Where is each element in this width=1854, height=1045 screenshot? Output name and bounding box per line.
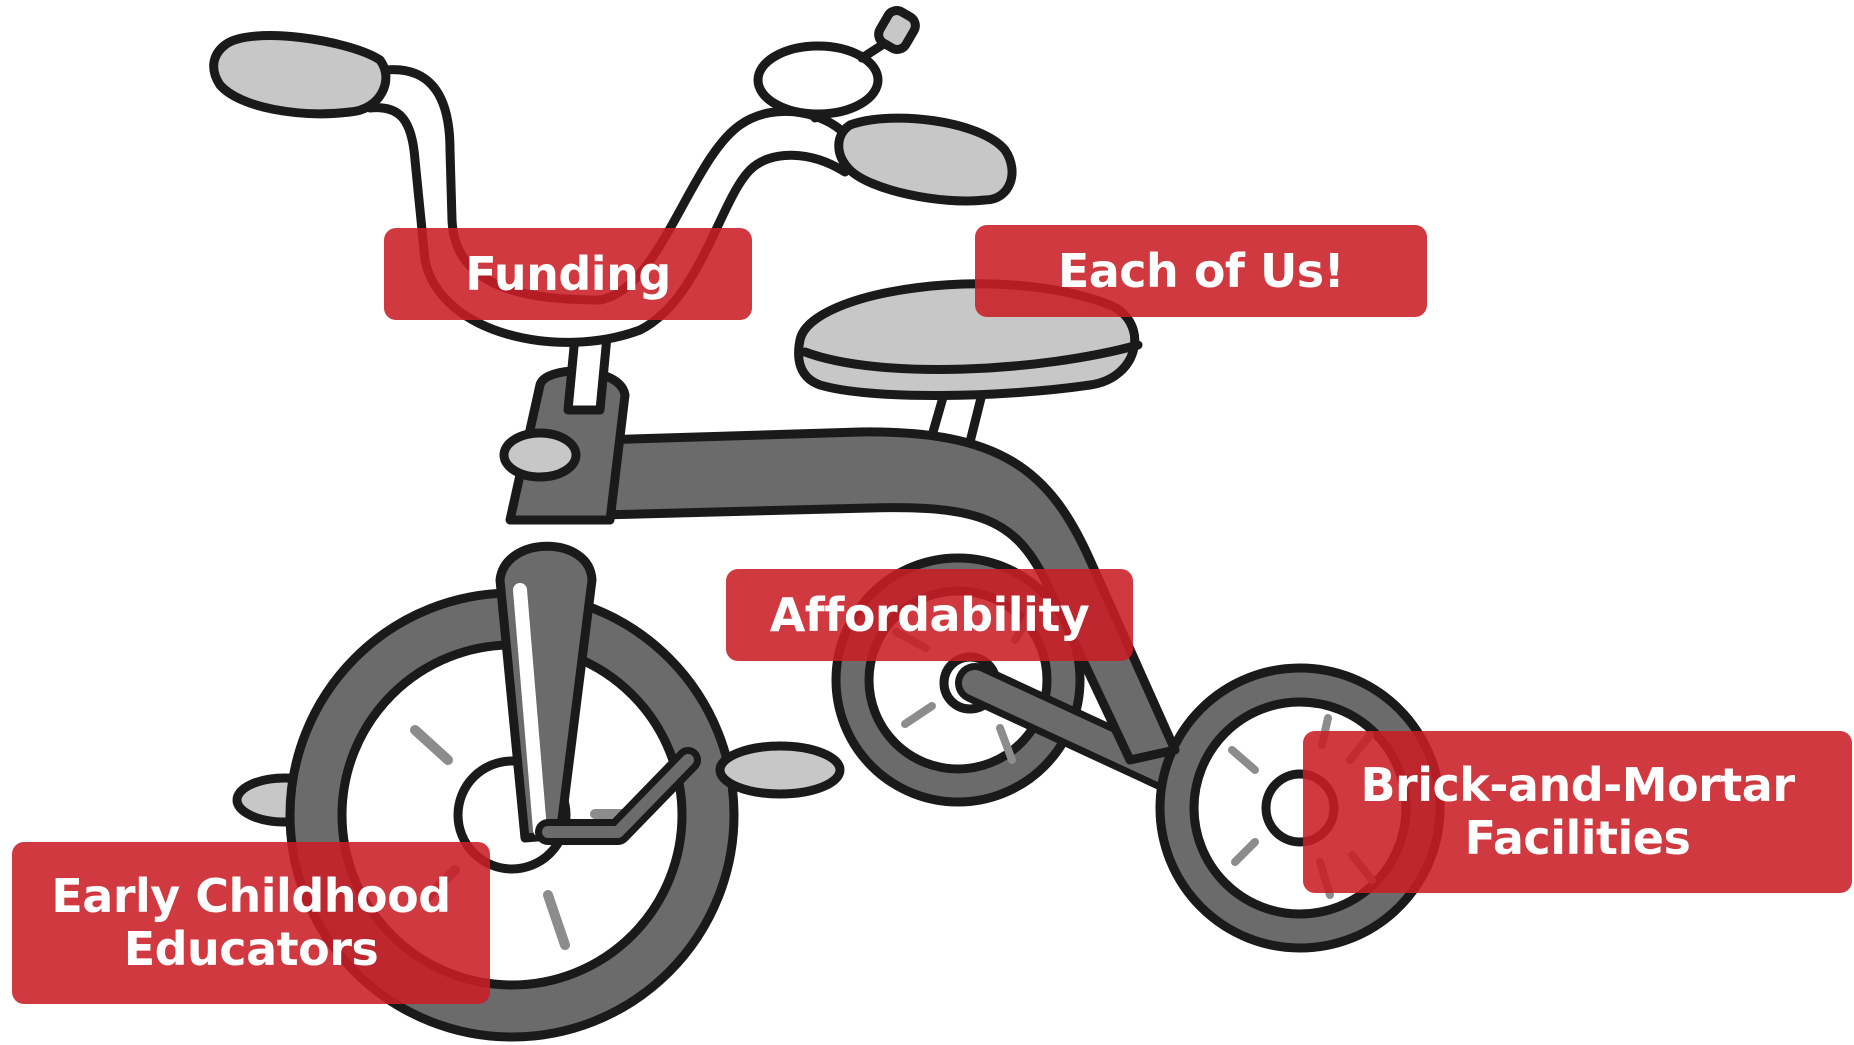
frame [595, 427, 1180, 765]
label-affordability: Affordability [726, 569, 1133, 661]
right-grip [834, 113, 1017, 206]
label-early-childhood-educators: Early Childhood Educators [12, 842, 490, 1004]
label-brick-and-mortar-facilities: Brick-and-Mortar Facilities [1303, 731, 1852, 893]
label-funding: Funding [384, 228, 752, 320]
bell-icon [753, 6, 920, 123]
label-each-of-us: Each of Us! [975, 225, 1427, 317]
right-pedal [715, 741, 845, 799]
left-grip [209, 31, 391, 119]
